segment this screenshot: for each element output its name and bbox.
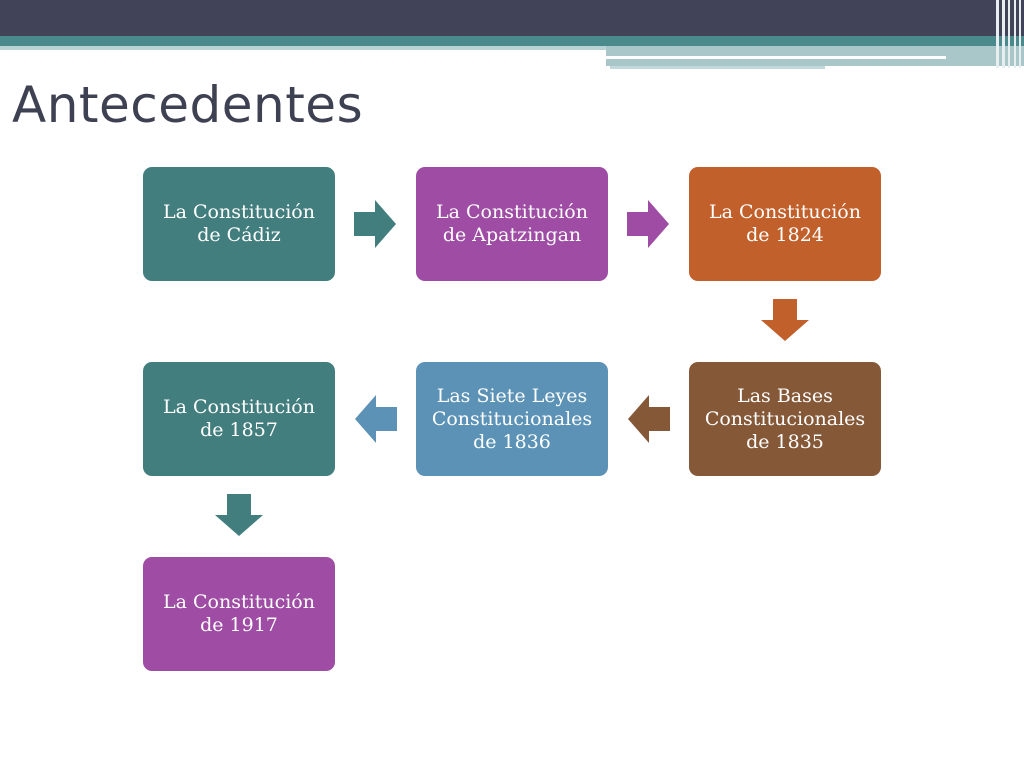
arrow-left-icon bbox=[355, 395, 397, 443]
header-bar-light bbox=[0, 46, 606, 50]
node-label: Las Siete Leyes Constitucionales de 1836 bbox=[431, 384, 593, 453]
node-label: La Constitución de 1824 bbox=[709, 201, 861, 246]
arrow-down-icon bbox=[761, 299, 809, 341]
node-label: La Constitución de 1917 bbox=[163, 591, 315, 636]
node-label: La Constitución de 1857 bbox=[163, 396, 315, 441]
node-constitucion-1917: La Constitución de 1917 bbox=[143, 557, 335, 671]
node-constitucion-cadiz: La Constitución de Cádiz bbox=[143, 167, 335, 281]
node-label: Las Bases Constitucionales de 1835 bbox=[704, 384, 866, 453]
slide-title: Antecedentes bbox=[12, 76, 364, 134]
header-bar-thin-lower bbox=[610, 66, 825, 69]
header-stripes-decoration bbox=[994, 0, 1024, 68]
node-siete-leyes-1836: Las Siete Leyes Constitucionales de 1836 bbox=[416, 362, 608, 476]
node-constitucion-1857: La Constitución de 1857 bbox=[143, 362, 335, 476]
node-bases-constitucionales-1835: Las Bases Constitucionales de 1835 bbox=[689, 362, 881, 476]
arrow-down-icon bbox=[215, 494, 263, 536]
arrow-right-icon bbox=[354, 200, 396, 248]
arrow-right-icon bbox=[627, 200, 669, 248]
arrow-left-icon bbox=[628, 395, 670, 443]
header-bar-dark bbox=[0, 0, 1024, 36]
node-label: La Constitución de Cádiz bbox=[163, 201, 315, 246]
node-constitucion-1824: La Constitución de 1824 bbox=[689, 167, 881, 281]
header-bar-thin bbox=[606, 56, 946, 59]
node-label: La Constitución de Apatzingan bbox=[436, 201, 588, 246]
header-bar-teal bbox=[0, 36, 1024, 46]
node-constitucion-apatzingan: La Constitución de Apatzingan bbox=[416, 167, 608, 281]
